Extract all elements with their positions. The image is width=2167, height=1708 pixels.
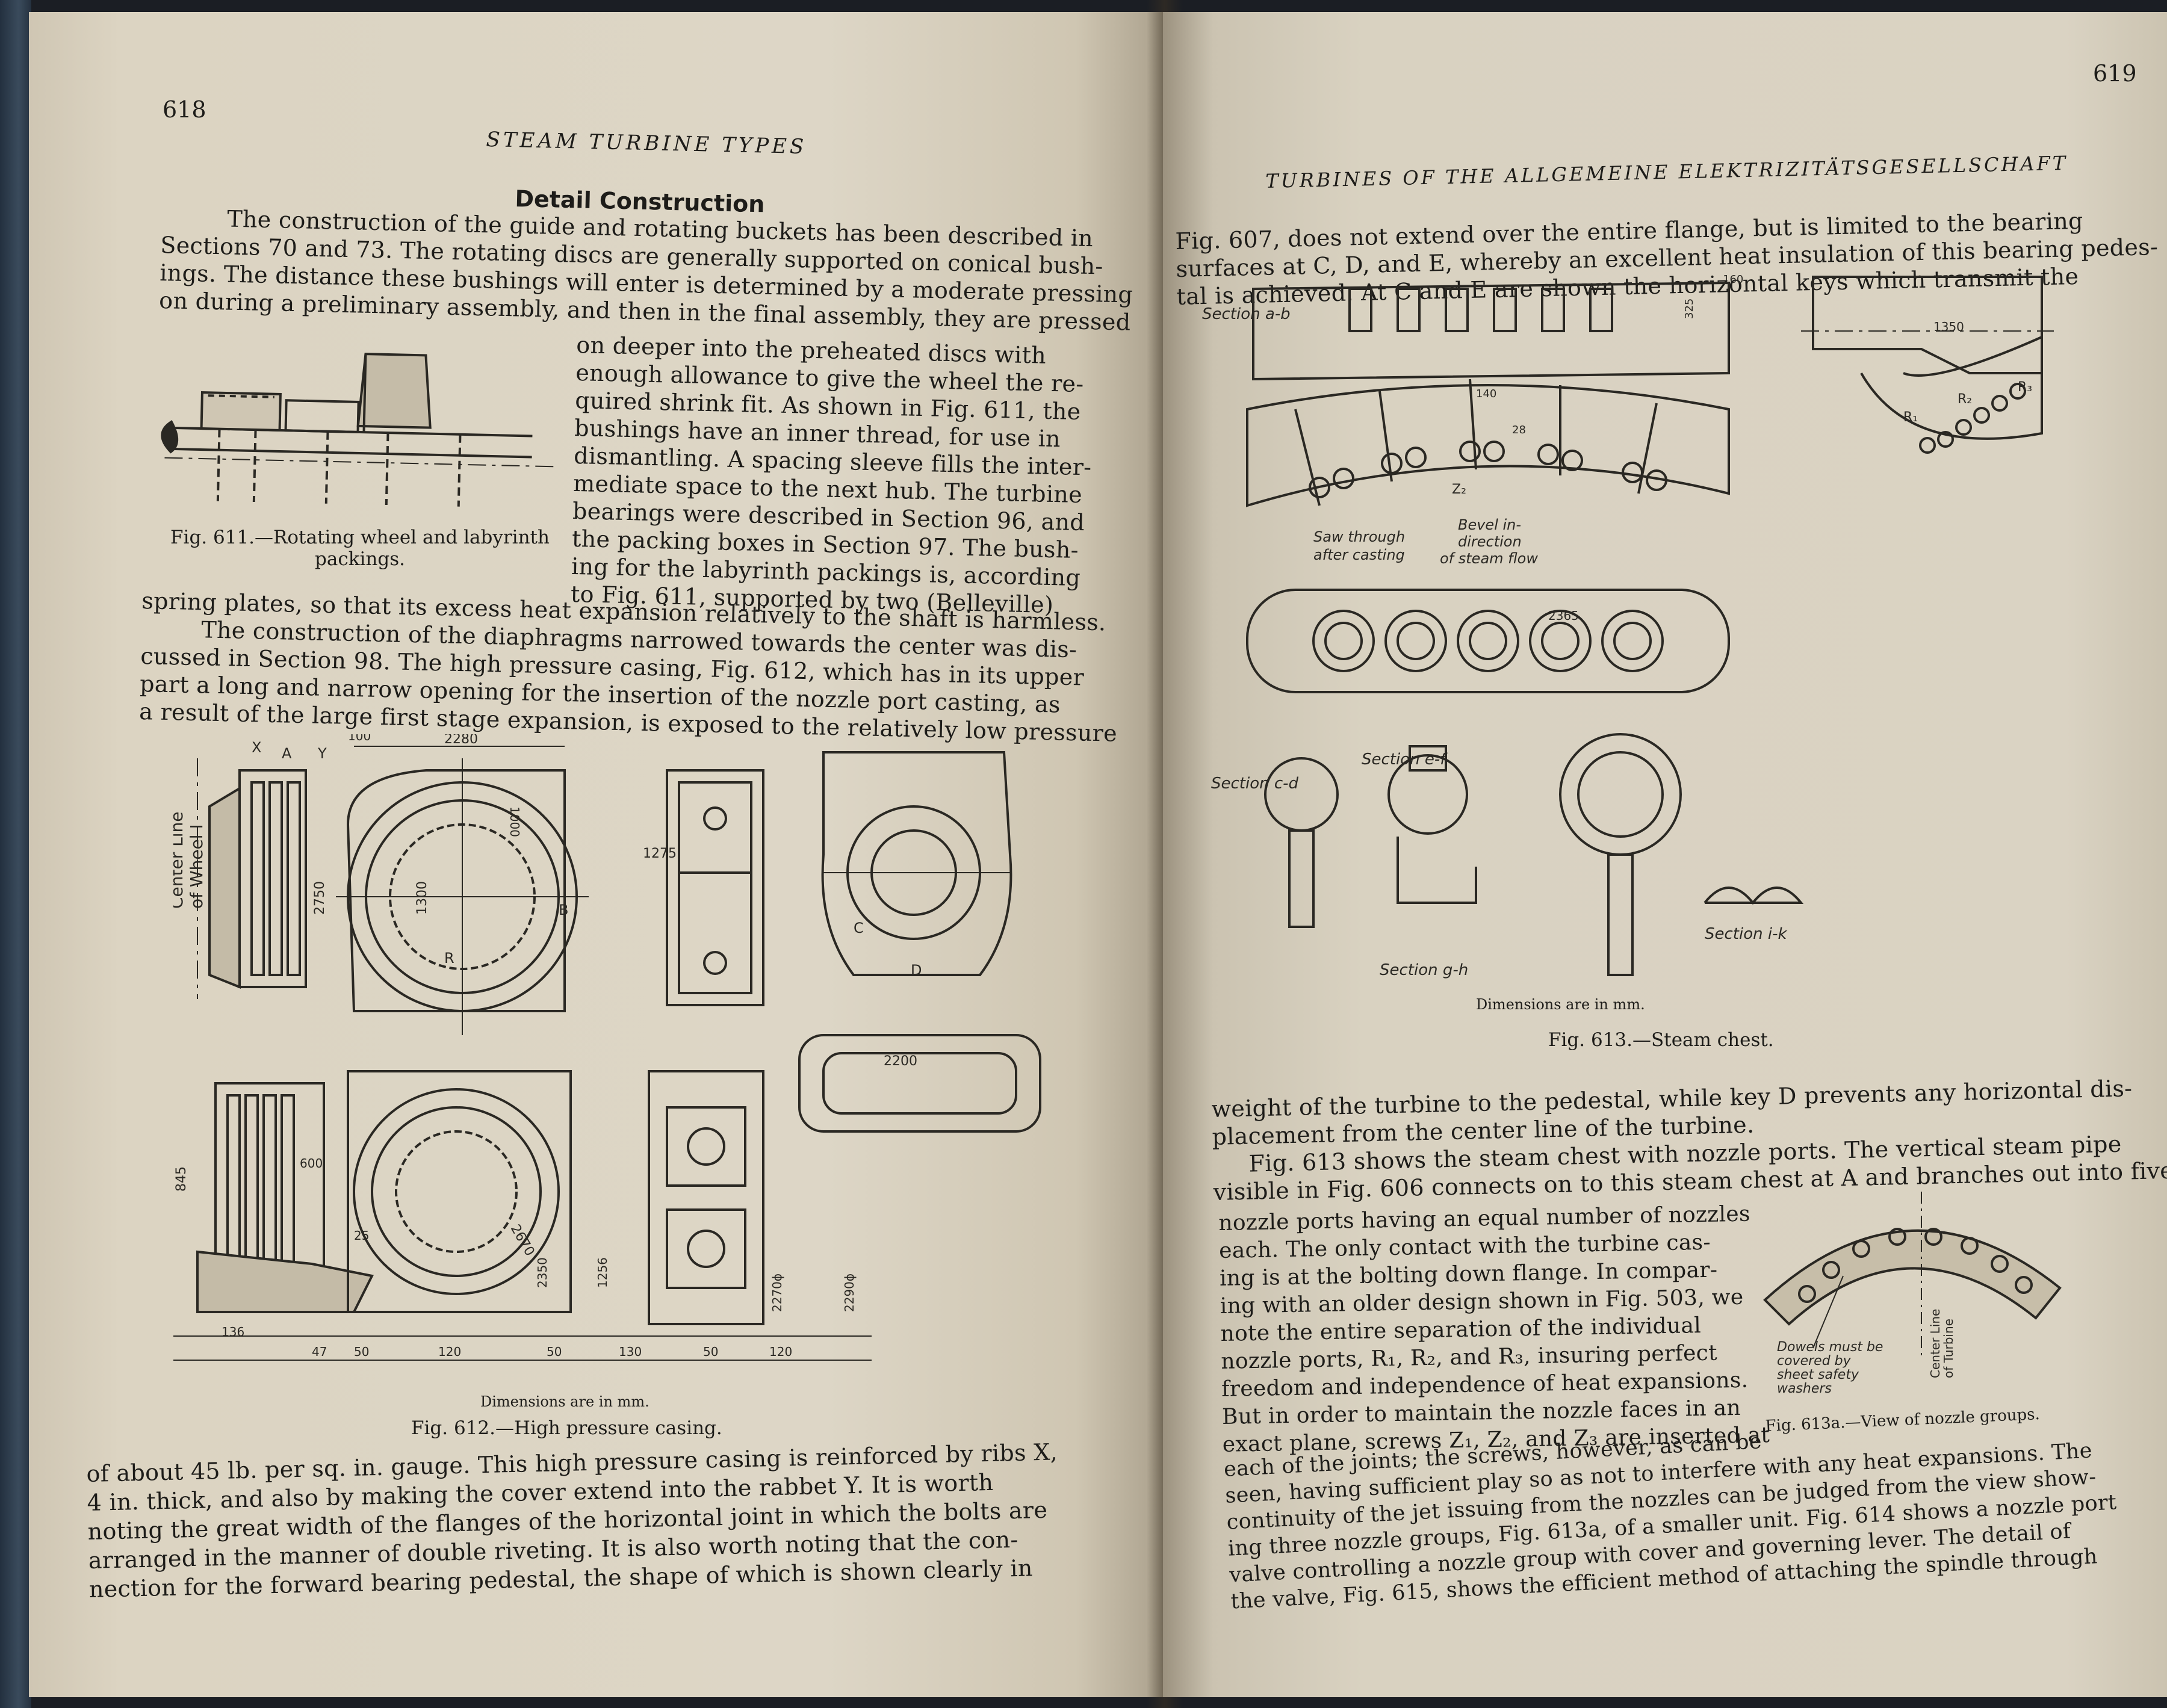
dim-2750: 2750 [312, 881, 327, 915]
label-section-ef: Section e-f [1362, 750, 1448, 769]
label-r3: R₃ [2018, 380, 2032, 395]
fig-612-dims-note: Dimensions are in mm. [480, 1393, 649, 1410]
label-dowels: Dowels must be [1777, 1340, 1883, 1355]
dim-600: 600 [300, 1156, 323, 1171]
label-Y: Y [317, 745, 327, 762]
dim-1256: 1256 [595, 1257, 610, 1288]
dim-2200: 2200 [884, 1054, 917, 1069]
right-running-head: TURBINES OF THE ALLGEMEINE ELEKTRIZITÄTS… [1265, 151, 2068, 193]
dim-2350: 2350 [535, 1257, 550, 1288]
fig-613-caption: Fig. 613.—Steam chest. [1548, 1029, 1774, 1051]
label-center-line: Center Line [1928, 1309, 1942, 1378]
dim-47: 47 [312, 1344, 327, 1359]
dim-140: 140 [1476, 388, 1496, 400]
label-of-turbine: of Turbine [1941, 1319, 1956, 1378]
left-para2: spring plates, so that its excess heat e… [139, 587, 1120, 747]
label-section-cd: Section c-d [1211, 775, 1299, 793]
label-X: X [252, 739, 261, 756]
fig-613-drawing: Section a-b Section c-d Section e-f Sect… [1202, 273, 2054, 979]
label-z2: Z₂ [1452, 482, 1466, 497]
dim-50-c: 50 [703, 1344, 718, 1359]
label-B: B [559, 902, 568, 918]
label-A: A [282, 745, 292, 762]
left-folio: 618 [163, 96, 206, 123]
caption-line: packings. [315, 548, 405, 570]
dim-160: 160 [1723, 273, 1743, 286]
dim-130: 130 [619, 1344, 642, 1359]
label-direction: direction [1458, 533, 1522, 550]
dim-100: 100 [348, 734, 371, 743]
dim-2280: 2280 [444, 734, 478, 747]
dim-2365: 2365 [1548, 608, 1579, 623]
label-covered: covered by [1777, 1354, 1852, 1369]
label-r1: R₁ [1903, 410, 1918, 425]
dim-325: 325 [1683, 299, 1696, 319]
label-R: R [444, 950, 454, 967]
dim-50-a: 50 [354, 1344, 369, 1359]
label-r2: R₂ [1958, 392, 1972, 407]
dim-120-a: 120 [438, 1344, 461, 1359]
label-section-ab: Section a-b [1202, 305, 1291, 323]
caption-line: Fig. 611.—Rotating wheel and labyrinth [170, 527, 550, 548]
dim-50-b: 50 [547, 1344, 562, 1359]
label-steam-flow: of steam flow [1440, 550, 1538, 567]
fig-612-caption: Fig. 612.—High pressure casing. [411, 1417, 722, 1439]
fig-613-dims-note: Dimensions are in mm. [1476, 996, 1645, 1013]
label-saw-through: Saw through [1313, 528, 1405, 545]
dim-2290: 2290ϕ [842, 1273, 857, 1312]
label-C: C [854, 920, 864, 936]
left-bottom-text: of about 45 lb. per sq. in. gauge. This … [86, 1437, 1061, 1604]
fig-612-of-wheel: of Wheel I [187, 824, 206, 909]
fig-612-center-line: Center Line [173, 812, 187, 909]
label-bevel-in: Bevel in- [1458, 516, 1521, 533]
label-washers: washers [1777, 1381, 1832, 1396]
dim-28: 28 [1512, 424, 1526, 436]
right-wrap-text: nozzle ports having an equal number of n… [1218, 1200, 1770, 1459]
fig-611-drawing [161, 353, 556, 507]
left-page: 618 STEAM TURBINE TYPES Detail Construct… [29, 12, 1167, 1697]
dim-2270: 2270ϕ [770, 1273, 784, 1312]
label-after-casting: after casting [1313, 546, 1405, 563]
left-running-head: STEAM TURBINE TYPES [486, 128, 807, 159]
fig-611-caption: Fig. 611.—Rotating wheel and labyrinth p… [143, 527, 577, 570]
label-D: D [911, 962, 922, 979]
right-folio: 619 [2093, 60, 2137, 87]
dim-1300: 1300 [415, 881, 430, 915]
dim-1350: 1350 [1933, 320, 1964, 334]
dim-1275: 1275 [643, 846, 677, 861]
dim-136: 136 [222, 1325, 244, 1339]
left-wrap-text: on deeper into the preheated discs with … [571, 331, 1094, 619]
right-page: TURBINES OF THE ALLGEMEINE ELEKTRIZITÄTS… [1163, 12, 2167, 1697]
book-cover-edge [0, 0, 31, 1708]
dim-1335: 1000 [507, 806, 522, 837]
left-para1: The construction of the guide and rotati… [159, 203, 1135, 336]
fig-612-drawing: Center Line of Wheel I 2280 1000 1300 27… [173, 734, 1041, 1361]
dim-25: 25 [354, 1228, 369, 1243]
label-section-ik: Section i-k [1705, 925, 1787, 943]
dim-845: 845 [174, 1166, 189, 1192]
fig-613a-drawing: Dowels must be covered by sheet safety w… [1763, 1192, 2062, 1396]
label-sheet: sheet safety [1777, 1367, 1859, 1382]
dim-120-b: 120 [769, 1344, 792, 1359]
label-section-gh: Section g-h [1380, 961, 1468, 979]
